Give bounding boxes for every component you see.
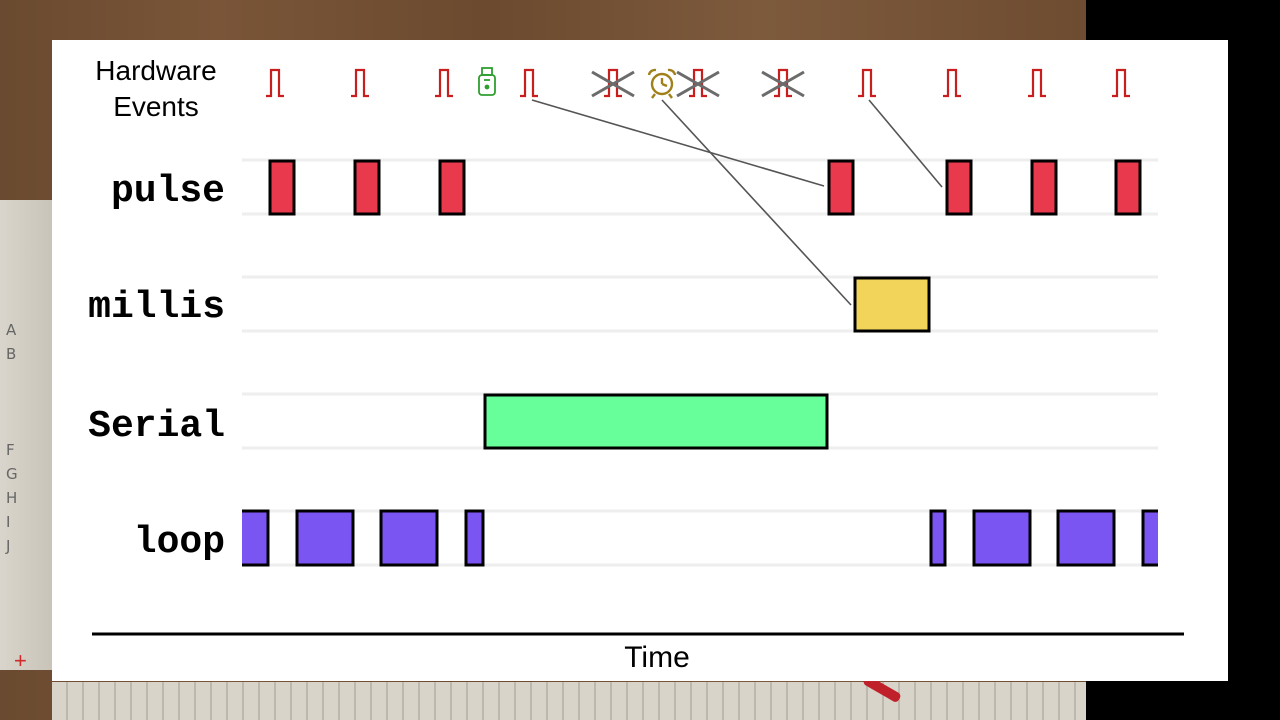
pulse-block [1114,159,1142,216]
loop-block [242,509,270,567]
pulse-crossed-icon [761,68,805,98]
breadboard-letter: I [6,513,11,531]
row-label-pulse: pulse [111,170,225,213]
pulse-crossed-icon [591,68,635,98]
connector-pulse-delayed [531,99,825,187]
pulse-block [353,159,381,216]
pulse-event-icon [520,68,538,98]
millis-block [853,276,931,333]
loop-block [972,509,1032,567]
breadboard-letter: A [6,321,17,339]
pulse-event-icon [1028,68,1046,98]
breadboard-letter: G [6,465,18,483]
pulse-block [945,159,973,216]
loop-block [1056,509,1116,567]
connector-alarm-millis [661,99,852,306]
pulse-event-icon [435,68,453,98]
pulse-event-icon [266,68,284,98]
pulse-row [268,159,1142,216]
breadboard-bottom [52,682,1086,720]
pulse-event-icon [943,68,961,98]
row-label-loop: loop [134,521,225,564]
breadboard-edge [0,200,52,670]
time-label: Time [624,641,690,674]
loop-block [295,509,355,567]
hardware-events [266,67,1130,99]
breadboard-letter: J [6,537,11,555]
pulse-block [268,159,296,216]
pulse-event-icon [1112,68,1130,98]
pulse-crossed-icon [676,68,720,98]
hardware-label-line2: Events [113,91,199,122]
pulse-event-icon [858,68,876,98]
pulse-block [1030,159,1058,216]
hardware-label-line1: Hardware [95,55,216,86]
breadboard-letter: B [6,345,17,363]
row-label-serial: Serial [88,405,225,448]
loop-block [929,509,947,567]
breadboard-letter: H [6,489,18,507]
serial-row [483,393,829,450]
pulse-block [438,159,466,216]
pulse-block [827,159,855,216]
loop-row [242,509,1158,567]
loop-block [464,509,485,567]
row-label-millis: millis [88,286,225,329]
breadboard-plus: + [14,648,27,673]
connector-lines [531,99,943,306]
pulse-event-icon [351,68,369,98]
row-guides [242,158,1158,567]
connector-pulse-next [868,99,943,188]
breadboard-letter: F [6,441,15,459]
timing-diagram-panel [52,40,1228,681]
serial-block [483,393,829,450]
usb-icon [478,67,496,96]
loop-block [379,509,439,567]
alarm-clock-icon [647,68,677,99]
loop-block [1141,509,1158,567]
millis-row [853,276,931,333]
